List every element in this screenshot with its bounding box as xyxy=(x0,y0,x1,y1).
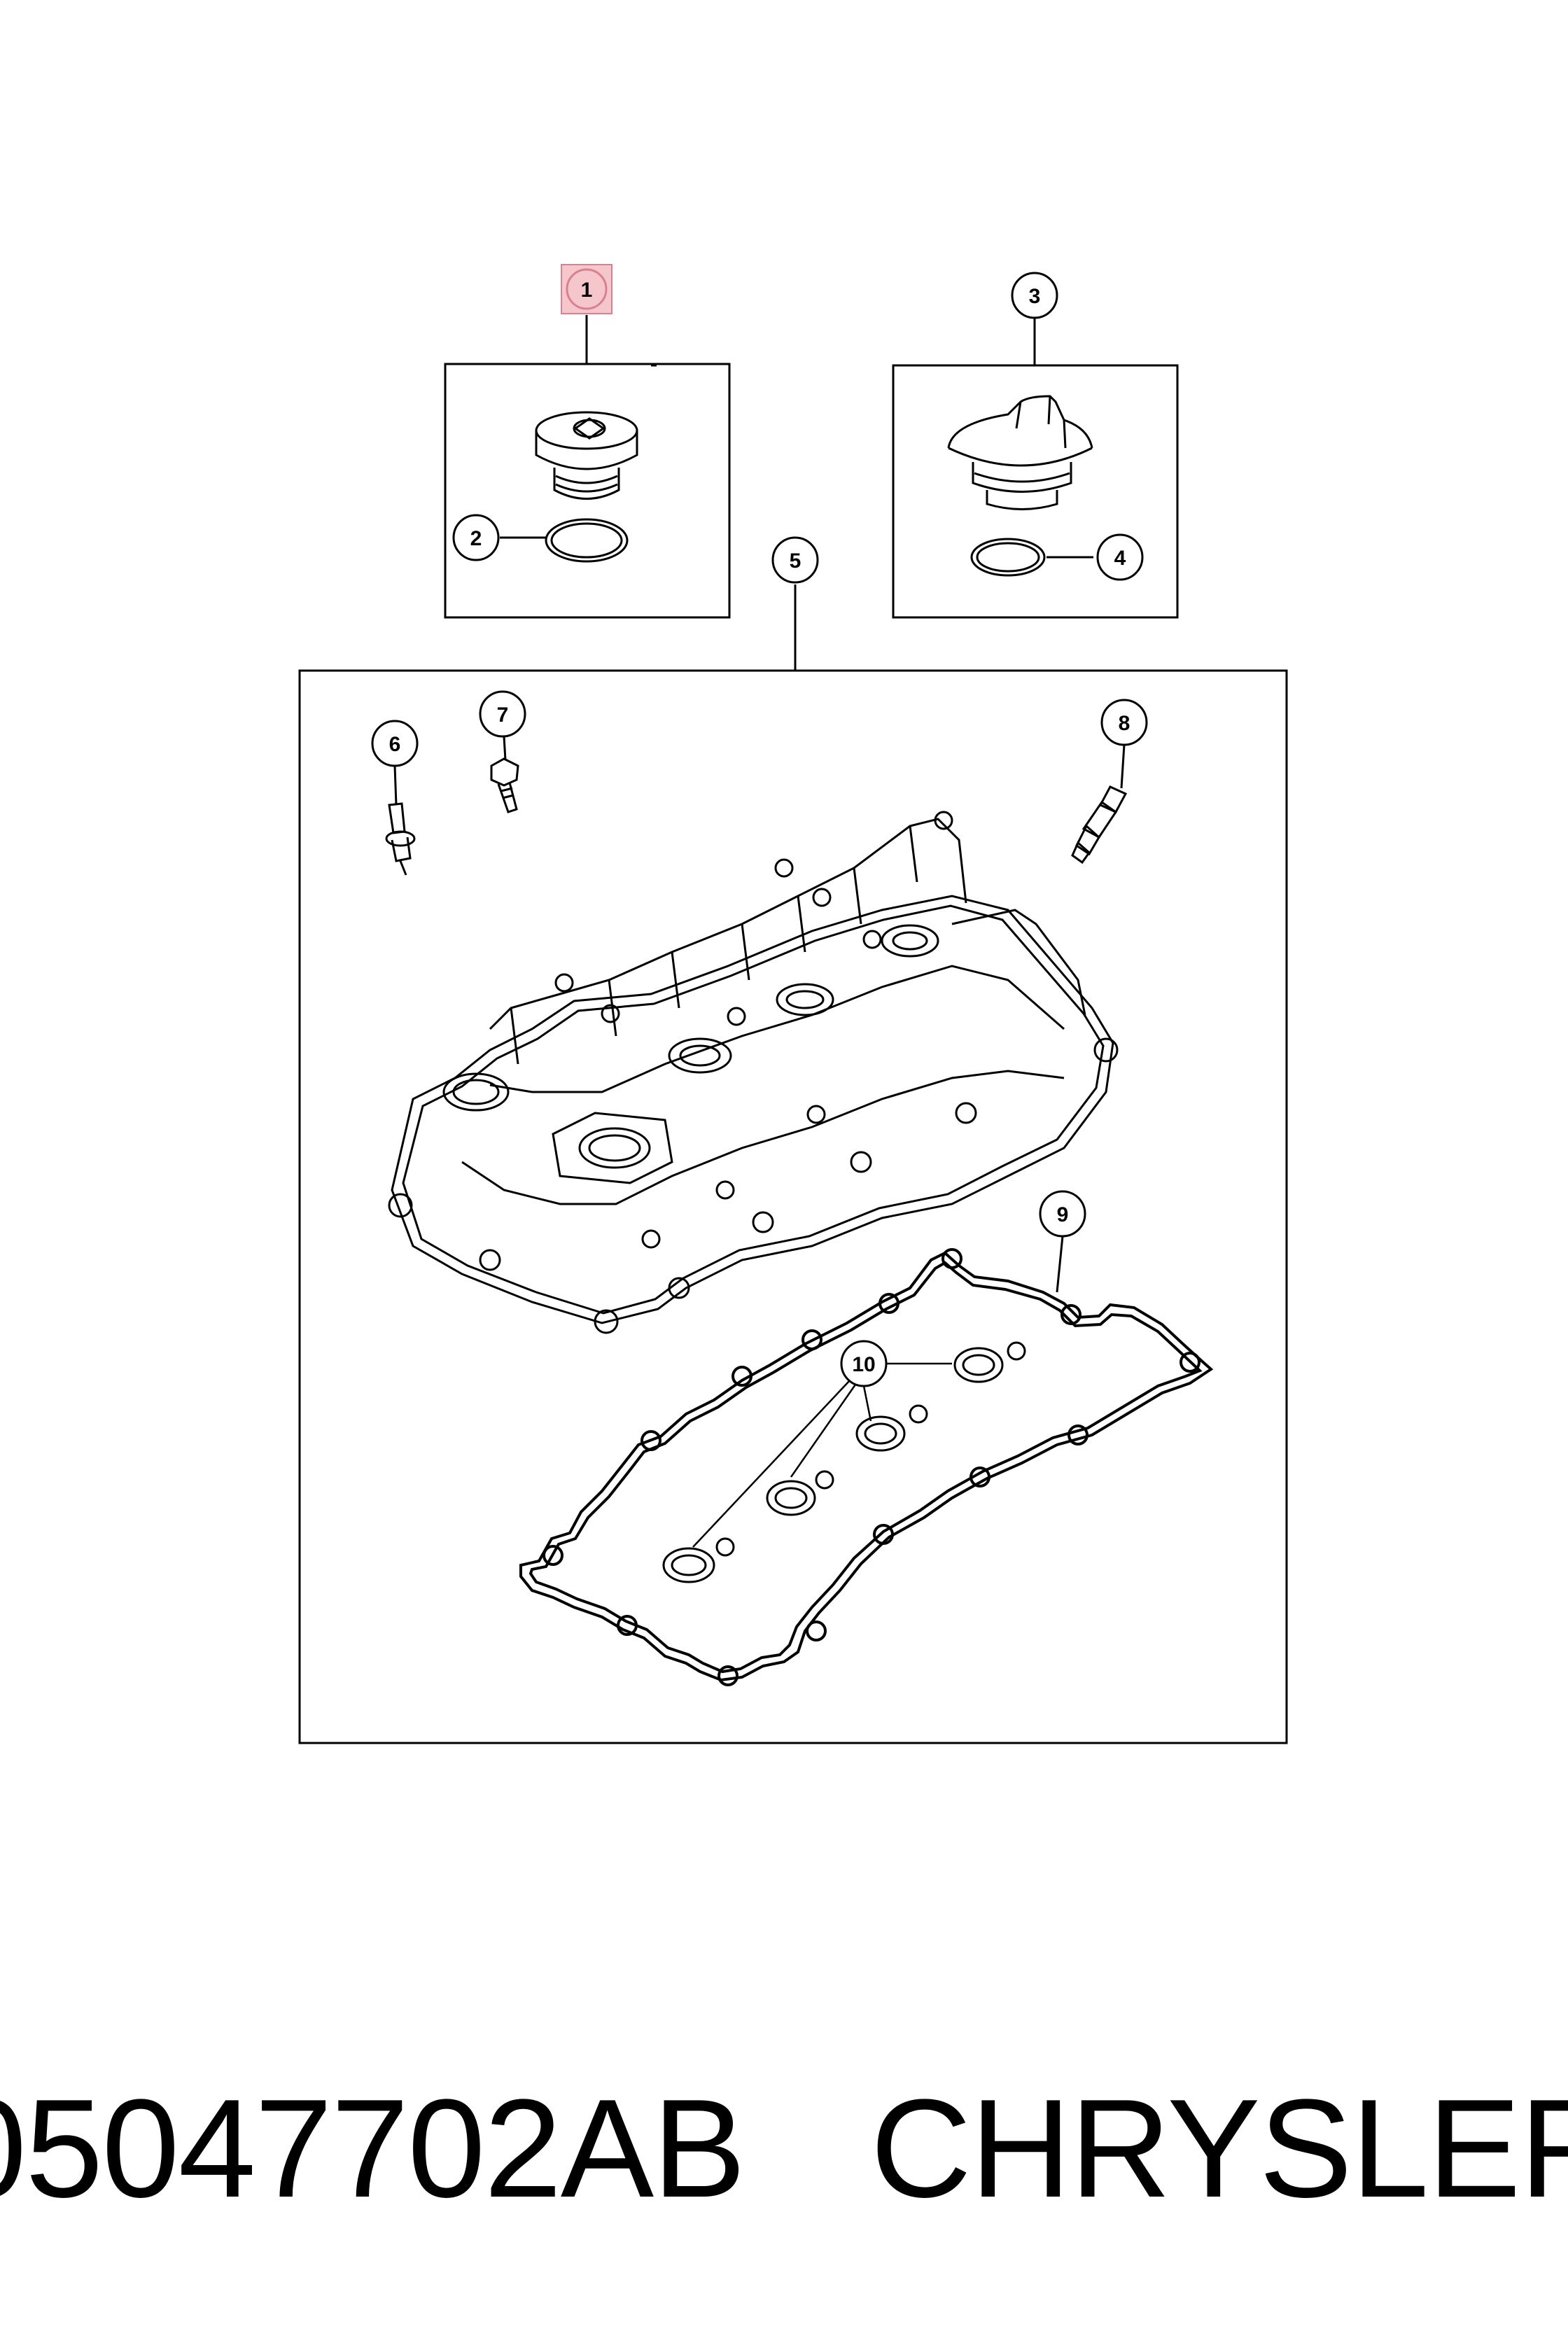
callout-4[interactable]: 4 xyxy=(1096,533,1144,581)
leaders-10 xyxy=(692,1362,952,1548)
svg-text:7: 7 xyxy=(497,704,509,727)
leader-9 xyxy=(1056,1236,1064,1293)
valve-cover xyxy=(388,811,1119,1334)
leader-8 xyxy=(1120,744,1126,789)
callout-3[interactable]: 3 xyxy=(1011,272,1058,319)
box-cover-assembly xyxy=(298,669,1288,1744)
svg-text:8: 8 xyxy=(1119,712,1130,735)
callout-1-highlight xyxy=(561,264,612,314)
svg-text:3: 3 xyxy=(1029,285,1041,308)
svg-text:2: 2 xyxy=(470,527,482,550)
caption: 05047702AB CHRYSLER xyxy=(0,2058,1568,2240)
svg-text:1: 1 xyxy=(581,279,593,302)
callout-10[interactable]: 10 xyxy=(840,1340,888,1387)
svg-text:10: 10 xyxy=(852,1353,875,1376)
svg-text:5: 5 xyxy=(790,550,802,573)
sensor-stud xyxy=(385,802,416,876)
oil-filler-seal xyxy=(545,518,629,563)
sensor-fitting xyxy=(1071,785,1128,864)
callout-1[interactable]: 1 xyxy=(561,264,612,314)
parts-diagram: 1 2 3 4 5 6 xyxy=(298,264,1288,1744)
brand-name: CHRYSLER xyxy=(870,2071,1568,2227)
callout-6[interactable]: 6 xyxy=(371,720,419,767)
oil-filler-cap xyxy=(535,364,657,500)
oil-cap-ribbed xyxy=(947,395,1093,510)
callout-7[interactable]: 7 xyxy=(479,690,526,738)
part-number: 05047702AB xyxy=(0,2071,746,2227)
tube-seals xyxy=(662,1341,1026,1583)
oil-cap-seal xyxy=(970,538,1046,577)
bolt xyxy=(490,757,519,813)
callout-5[interactable]: 5 xyxy=(771,536,819,584)
callout-2[interactable]: 2 xyxy=(452,514,500,561)
svg-text:4: 4 xyxy=(1114,547,1126,570)
leader-6 xyxy=(393,765,398,806)
leader-7 xyxy=(503,736,507,761)
svg-text:9: 9 xyxy=(1057,1203,1069,1226)
callout-9[interactable]: 9 xyxy=(1039,1190,1086,1238)
callout-8[interactable]: 8 xyxy=(1100,699,1148,746)
svg-text:6: 6 xyxy=(389,733,401,756)
valve-cover-gasket xyxy=(519,1248,1214,1686)
